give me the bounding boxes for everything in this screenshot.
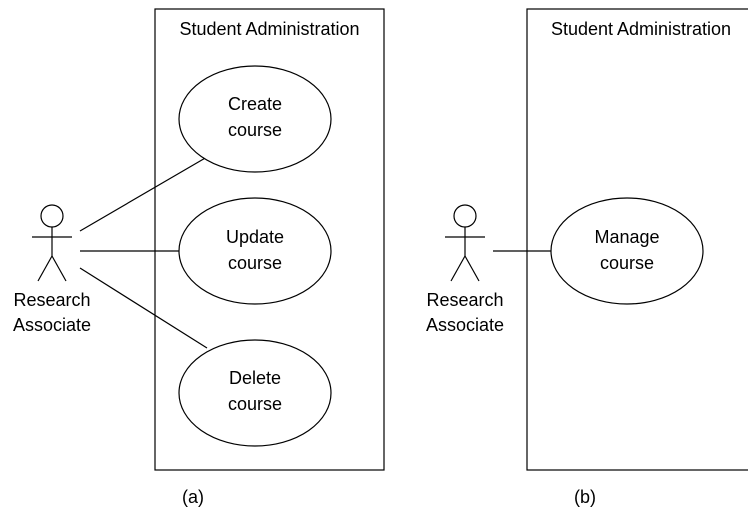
usecase-manage-line2: course: [600, 253, 654, 273]
association-create: [79, 156, 208, 232]
diagram-b: Student Administration Research Associat…: [426, 8, 748, 507]
actor-a-icon: [32, 204, 72, 282]
actor-b-label-line2: Associate: [426, 315, 504, 335]
actor-a-label-line1: Research: [13, 290, 90, 310]
usecase-delete-line2: course: [228, 394, 282, 414]
usecase-create-course: [178, 65, 332, 173]
system-title-b: Student Administration: [551, 19, 731, 39]
actor-b-icon: [445, 204, 485, 282]
system-title-a: Student Administration: [179, 19, 359, 39]
diagram-a: Student Administration Research Associat…: [13, 8, 385, 507]
usecase-update-line1: Update: [226, 227, 284, 247]
actor-b-label-line1: Research: [426, 290, 503, 310]
usecase-manage-line1: Manage: [594, 227, 659, 247]
usecase-delete-course: [178, 339, 332, 447]
association-delete: [79, 267, 208, 349]
usecase-manage-course: [550, 197, 704, 305]
usecase-update-course: [178, 197, 332, 305]
caption-a: (a): [182, 487, 204, 507]
usecase-create-line1: Create: [228, 94, 282, 114]
usecase-create-line2: course: [228, 120, 282, 140]
caption-b: (b): [574, 487, 596, 507]
actor-a-label-line2: Associate: [13, 315, 91, 335]
usecase-delete-line1: Delete: [229, 368, 281, 388]
usecase-update-line2: course: [228, 253, 282, 273]
